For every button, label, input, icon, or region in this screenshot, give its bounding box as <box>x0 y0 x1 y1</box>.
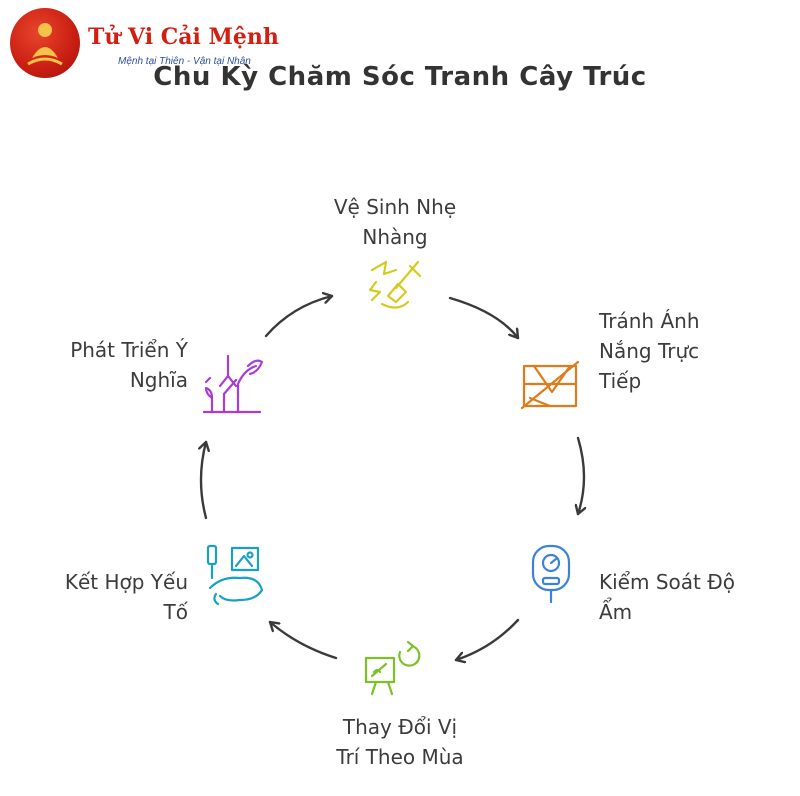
step-label-combine: Kết Hợp Yếu Tố <box>64 570 188 624</box>
cleaning-brush-icon <box>368 260 422 309</box>
no-sunlight-icon <box>520 360 580 410</box>
arrow-bottom-to-bottomleft <box>268 620 338 660</box>
logo-emblem-icon <box>10 8 80 78</box>
step-label-avoid-sun: Tránh Ánh Nắng Trực Tiếp <box>599 309 700 393</box>
art-combine-icon <box>206 544 264 606</box>
arrow-top-to-topright <box>448 296 520 340</box>
cycle-arrows <box>201 296 584 660</box>
growth-plant-icon <box>202 354 264 414</box>
move-easel-icon <box>364 640 421 696</box>
page-title: Chu Kỳ Chăm Sóc Tranh Cây Trúc <box>153 62 647 92</box>
step-label-meaning: Phát Triển Ý Nghĩa <box>70 338 188 392</box>
step-label-humidity: Kiểm Soát Độ Ẩm <box>599 570 735 624</box>
brand-logo[interactable]: Tử Vi Cải Mệnh Mệnh tại Thiên - Vận tại … <box>8 6 279 78</box>
arrow-topright-to-bottomright <box>578 436 584 516</box>
logo-slogan: Mệnh tại Thiên - Vận tại Nhân <box>118 56 251 67</box>
step-label-cleaning: Vệ Sinh Nhẹ Nhàng <box>333 195 457 249</box>
arrow-topleft-to-top <box>264 296 334 338</box>
arrow-bottomright-to-bottom <box>454 618 520 660</box>
step-label-relocate: Thay Đổi Vị Trí Theo Mùa <box>336 715 464 769</box>
arrow-bottomleft-to-topleft <box>201 440 206 520</box>
logo-name: Tử Vi Cải Mệnh <box>88 24 279 50</box>
humidity-meter-icon <box>531 544 571 604</box>
